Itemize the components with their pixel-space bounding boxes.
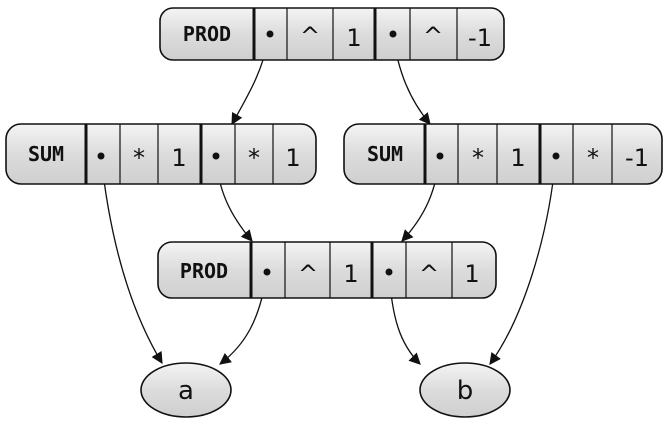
node-prod-top-op-0: ^ (300, 22, 320, 50)
node-prod-mid-op-0: ^ (298, 260, 318, 288)
node-sum-right-op-1: * (587, 144, 599, 172)
edges (100, 33, 557, 365)
node-prod-top: PROD ^ 1 ^ -1 (159, 7, 505, 61)
leaf-b-label: b (457, 376, 474, 406)
node-prod-top-pointer-1 (389, 30, 397, 38)
node-sum-left-op-0: * (133, 144, 145, 172)
node-sum-left-label: SUM (28, 142, 64, 166)
leaf-a-label: a (178, 376, 194, 406)
node-prod-top-op-1: ^ (423, 22, 443, 50)
leaf-b-ellipse (419, 362, 511, 418)
node-prod-mid-value-0: 1 (343, 260, 358, 288)
edge-sum-left-to-a (100, 155, 163, 365)
node-prod-top-box (159, 7, 505, 61)
node-sum-left-pointer-0 (97, 152, 105, 160)
node-sum-right-value-1: -1 (625, 144, 649, 172)
node-sum-right-value-0: 1 (510, 144, 525, 172)
node-prod-top-pointer-0 (266, 30, 274, 38)
node-sum-left-pointer-1 (212, 152, 220, 160)
node-prod-mid: PROD ^ 1 ^ 1 (157, 241, 497, 299)
leaf-a: a (140, 362, 232, 418)
node-sum-right-pointer-0 (436, 152, 444, 160)
node-prod-mid-pointer-1 (385, 268, 393, 276)
node-sum-right-label: SUM (367, 142, 403, 166)
node-prod-top-label: PROD (183, 22, 231, 46)
node-sum-left-op-1: * (248, 144, 260, 172)
leaf-a-ellipse (140, 362, 232, 418)
node-sum-left: SUM * 1 * 1 (5, 123, 317, 185)
node-sum-right: SUM * 1 * -1 (343, 123, 663, 185)
node-prod-mid-pointer-0 (263, 268, 271, 276)
node-prod-top-value-0: 1 (346, 24, 361, 52)
node-sum-right-op-0: * (472, 144, 484, 172)
node-prod-mid-value-1: 1 (464, 260, 479, 288)
node-prod-mid-box (157, 241, 497, 299)
node-sum-left-value-0: 1 (171, 144, 186, 172)
node-sum-left-value-1: 1 (285, 144, 300, 172)
node-prod-mid-label: PROD (180, 259, 228, 283)
node-sum-right-pointer-1 (552, 152, 560, 160)
leaf-b: b (419, 362, 511, 418)
edge-sum-right-to-b (489, 155, 557, 365)
node-prod-mid-op-1: ^ (419, 260, 439, 288)
node-prod-top-value-1: -1 (468, 24, 492, 52)
node-sum-left-box (5, 123, 317, 185)
